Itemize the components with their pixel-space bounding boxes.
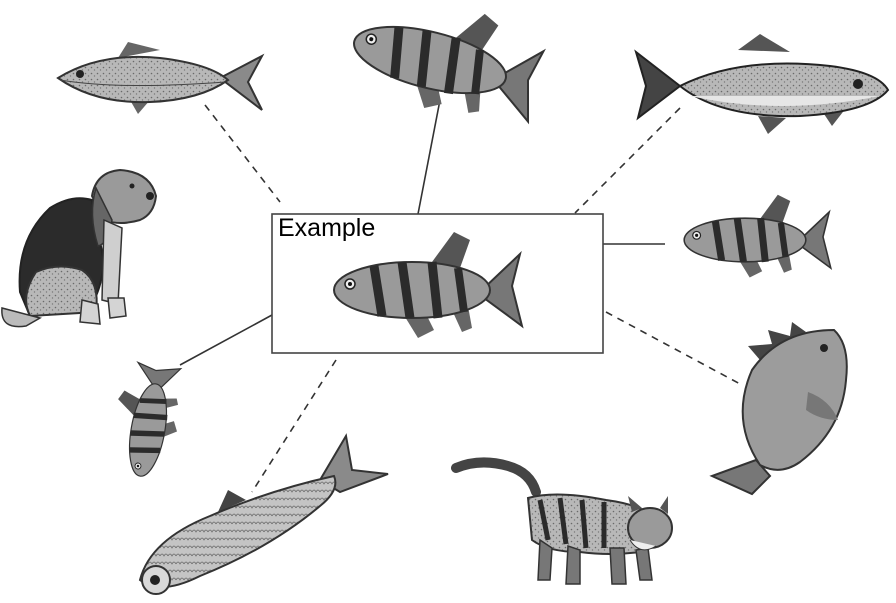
herring-fish-icon xyxy=(138,433,389,595)
top-striped-fish-icon xyxy=(343,0,551,133)
right-striped-fish-icon xyxy=(684,195,831,278)
connector-top-fish xyxy=(417,99,441,215)
tuna-fish-icon xyxy=(56,42,265,114)
left-striped-fish-icon xyxy=(106,359,188,481)
trout-fish-icon xyxy=(634,34,890,134)
connector-trout xyxy=(574,107,681,214)
connector-lines xyxy=(179,99,743,493)
cat-icon xyxy=(451,457,673,585)
connector-left-fish xyxy=(179,314,273,366)
bass-fish-icon xyxy=(709,322,848,496)
example-label: Example xyxy=(278,214,376,242)
connector-tuna xyxy=(204,104,281,203)
connector-herring xyxy=(251,359,337,493)
dog-icon xyxy=(1,168,158,328)
connector-bass xyxy=(605,311,743,386)
